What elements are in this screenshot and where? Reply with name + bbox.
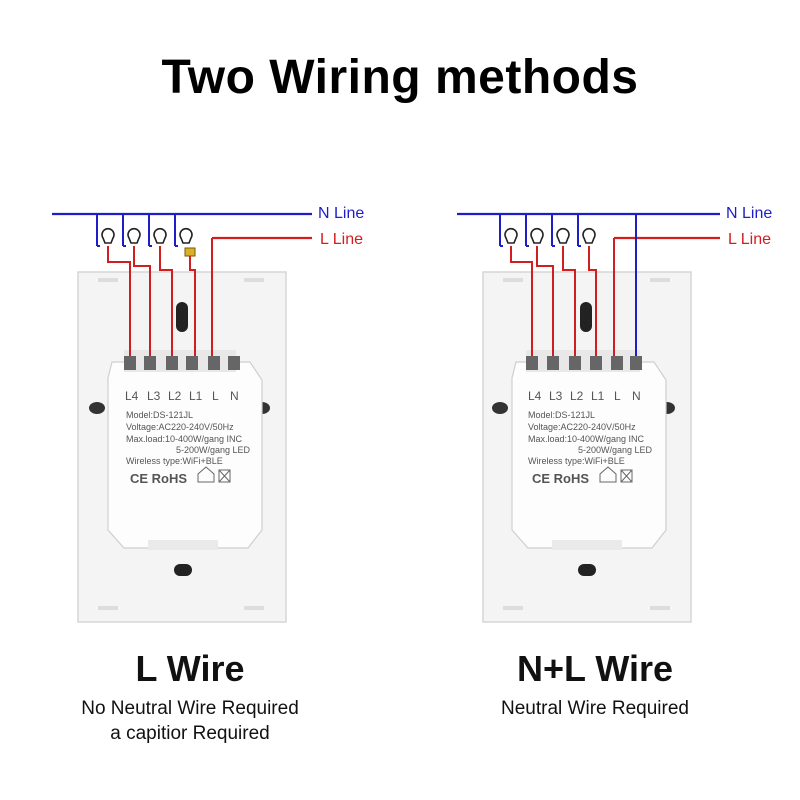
right-caption-title: N+L Wire (516, 648, 674, 689)
right-spec-line: 5-200W/gang LED (578, 445, 653, 455)
left-terminal-label: L1 (189, 389, 203, 403)
bulb-icon (582, 227, 596, 244)
svg-text:L4: L4 (125, 389, 139, 403)
left-spec-line: 5-200W/gang LED (176, 445, 251, 455)
left-terminal-label: L3 (147, 389, 161, 403)
right-caption: N+L Wire Neutral Wire Required (445, 648, 745, 721)
left-terminal-label: L (212, 389, 219, 403)
left-cert-mark: CE RoHS (130, 471, 187, 486)
right-spec-line: Model:DS-121JL (528, 410, 595, 420)
left-terminal-block (124, 350, 240, 372)
right-bulb-icons (504, 227, 596, 244)
page-title: Two Wiring methods (161, 51, 639, 104)
bulb-icon (179, 227, 193, 244)
left-bulb-icons (101, 227, 193, 244)
left-spec-line: Voltage:AC220-240V/50Hz (126, 422, 234, 432)
right-terminal-label: L (614, 389, 621, 403)
right-n-line-label: N Line (726, 205, 772, 222)
left-terminal-label: L2 (168, 389, 182, 403)
right-terminal-label: L1 (591, 389, 605, 403)
right-caption-line1: Neutral Wire Required (501, 698, 689, 719)
left-caption-line2: a capitior Required (110, 723, 270, 744)
left-spec-line: Model:DS-121JL (126, 410, 193, 420)
left-terminal-label: L4 (125, 389, 139, 403)
bulb-icon (153, 227, 167, 244)
right-l-line-label: L Line (728, 231, 771, 248)
right-spec-line: Wireless type:WiFi+BLE (528, 456, 625, 466)
left-l-line-label: L Line (320, 231, 363, 248)
left-spec-line: Wireless type:WiFi+BLE (126, 456, 223, 466)
left-caption-line1: No Neutral Wire Required (81, 698, 299, 719)
right-terminal-label: L4 (528, 389, 542, 403)
right-wiring-panel: L4 L3 L2 L1 L N Model:DS-121JL Voltage:A… (457, 205, 772, 623)
right-terminal-label: N (632, 389, 641, 403)
left-n-line-label: N Line (318, 205, 364, 222)
bulb-icon (101, 227, 115, 244)
right-switch-module (511, 361, 667, 549)
bulb-icon (530, 227, 544, 244)
left-caption: L Wire No Neutral Wire Required a capiti… (40, 648, 340, 746)
left-switch-module (107, 361, 263, 549)
left-caption-title: L Wire (135, 648, 245, 689)
left-wiring-panel: L4 L3 L2 L1 L N Model:DS-121JL Voltage:A… (52, 205, 364, 623)
capacitor-icon (184, 247, 196, 257)
right-terminal-label: L3 (549, 389, 563, 403)
right-spec-line: Max.load:10-400W/gang INC (528, 434, 645, 444)
bulb-icon (556, 227, 570, 244)
right-cert-mark: CE RoHS (532, 471, 589, 486)
bulb-icon (127, 227, 141, 244)
right-terminal-block (526, 350, 642, 372)
right-spec-line: Voltage:AC220-240V/50Hz (528, 422, 636, 432)
bulb-icon (504, 227, 518, 244)
right-terminal-label: L2 (570, 389, 584, 403)
left-spec-line: Max.load:10-400W/gang INC (126, 434, 243, 444)
left-terminal-label: N (230, 389, 239, 403)
